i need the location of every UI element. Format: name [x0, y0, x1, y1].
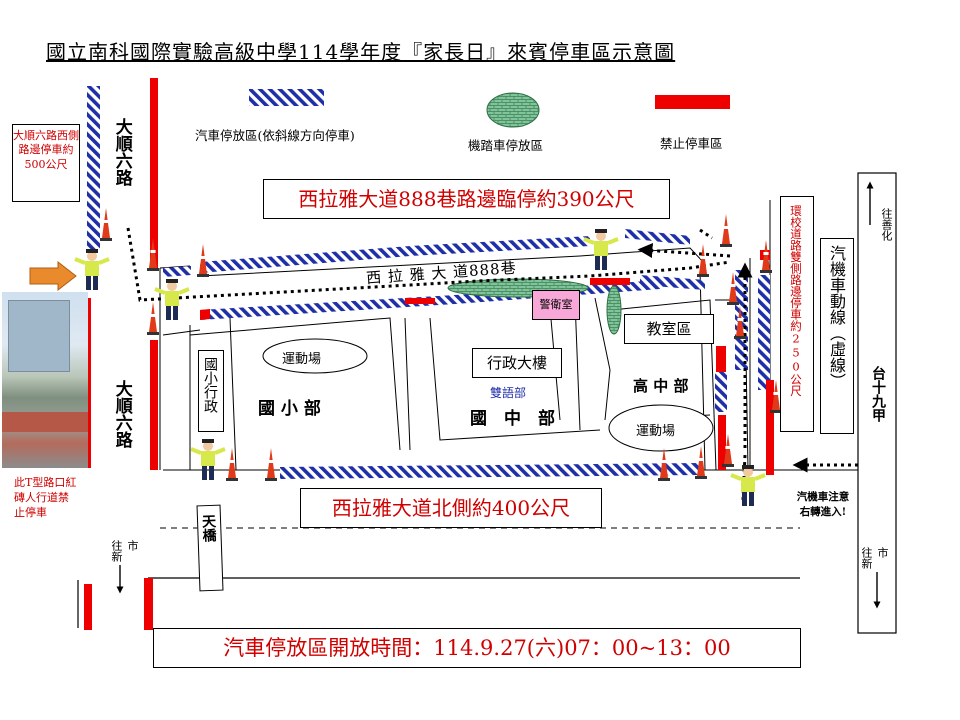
scooter-route-label: 汽機車動線（虛線）	[820, 238, 854, 434]
scooter-zone-classroom	[606, 285, 622, 335]
turn-note-line-1: 汽機車注意	[796, 491, 850, 503]
playground-high: 運動場	[636, 424, 676, 439]
junior-division: 國 中 部	[470, 409, 555, 429]
route19-road	[857, 172, 897, 634]
bilingual-division: 雙語部	[490, 386, 527, 400]
junction-photo	[2, 292, 88, 468]
elem-admin-building: 國小行政	[198, 350, 224, 432]
legend-car-label: 汽車停放區(依斜線方向停車)	[195, 128, 355, 143]
turn-note-line-2: 右轉進入!	[799, 505, 847, 518]
playground-elem-shape	[262, 338, 368, 374]
car-parking-zones	[87, 86, 770, 479]
legend-noparking-label: 禁止停車區	[660, 136, 723, 151]
page-title: 國立南科國際實驗高級中學114學年度『家長日』來賓停車區示意圖	[46, 40, 676, 64]
road-dashun-lower: 大順六路	[111, 380, 132, 448]
legend-car-swatch	[249, 89, 324, 106]
turn-note: 汽機車注意 右轉進入!	[778, 490, 868, 519]
guard-room: 警衛室	[532, 290, 580, 320]
senior-division: 高 中 部	[633, 377, 689, 395]
note-dashun-west: 大順六路西側路邊停車約500公尺	[12, 124, 80, 202]
admin-building: 行政大樓	[472, 348, 562, 378]
legend-noparking-swatch	[655, 95, 730, 109]
playground-high-shape	[608, 404, 714, 452]
note-campus-ring: 環校道路雙側路邊停車約250公尺	[780, 196, 814, 432]
open-hours-banner: 汽車停放區開放時間：114.9.27(六)07：00~13：00	[153, 628, 801, 668]
direction-arrows	[116, 181, 881, 609]
note-t-junction: 此T型路口紅磚人行道禁止停車	[14, 476, 77, 519]
direction-to-shanhua: 往善化	[880, 208, 893, 241]
no-parking-zones	[82, 78, 774, 630]
photo-pointer-arrow	[29, 260, 77, 292]
direction-to-xinshi-right: 往新市	[860, 547, 889, 569]
classroom-area: 教室區	[624, 314, 714, 344]
note-xilaya-888: 西拉雅大道888巷路邊臨停約390公尺	[263, 179, 670, 219]
pedestrian-bridge: 天橋	[196, 504, 224, 592]
note-xilaya-north: 西拉雅大道北側約400公尺	[300, 488, 602, 528]
playground-elem: 運動場	[282, 352, 322, 367]
road-dashun-upper: 大順六路	[111, 118, 132, 186]
legend-scooter-label: 機踏車停放區	[468, 138, 544, 153]
legend-scooter-swatch	[486, 92, 540, 128]
road-route19: 台十九甲	[870, 366, 886, 422]
direction-to-xinshi-left: 往新市	[110, 540, 139, 562]
elementary-division: 國 小 部	[258, 399, 321, 419]
